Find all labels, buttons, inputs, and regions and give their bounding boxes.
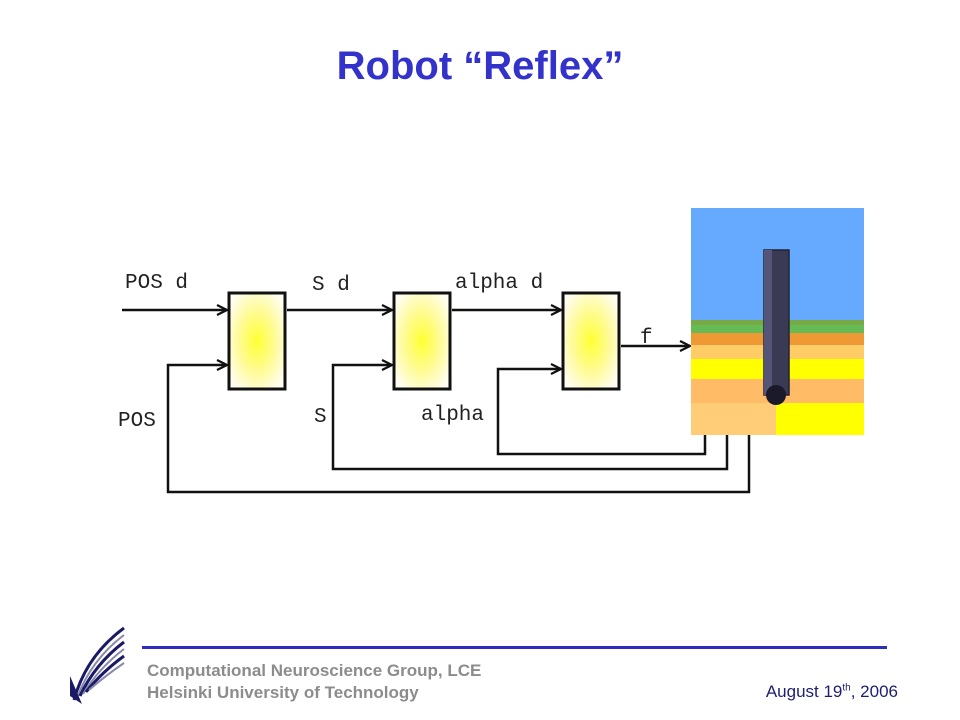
label-pos: POS [118, 410, 156, 433]
controller-block-1 [227, 291, 287, 391]
label-f: f [640, 327, 653, 350]
footer-divider [142, 646, 887, 649]
label-s-d: S d [312, 274, 350, 297]
controller-block-2 [392, 291, 452, 391]
footer-date-suffix: , 2006 [850, 682, 898, 701]
footer-date: August 19th, 2006 [766, 682, 898, 702]
slide-title: Robot “Reflex” [336, 44, 624, 88]
label-alpha: alpha [421, 404, 484, 427]
feedback-pos [166, 365, 751, 494]
university-logo-icon [70, 626, 125, 704]
footer-organization: Computational Neuroscience Group, LCE He… [147, 660, 481, 704]
label-s: S [314, 406, 327, 429]
label-pos-d: POS d [125, 272, 188, 295]
footer-org-line1: Computational Neuroscience Group, LCE [147, 661, 482, 680]
robot-arm-tip [766, 385, 786, 405]
footer-org-line2: Helsinki University of Technology [147, 683, 419, 702]
controller-block-3 [561, 291, 621, 391]
footer-date-prefix: August 19 [765, 682, 843, 701]
label-alpha-d: alpha d [455, 272, 543, 295]
footer-date-sup: th [842, 682, 851, 694]
robot-scene [691, 208, 864, 435]
feedback-alpha [496, 369, 707, 456]
feedback-s [331, 365, 729, 471]
